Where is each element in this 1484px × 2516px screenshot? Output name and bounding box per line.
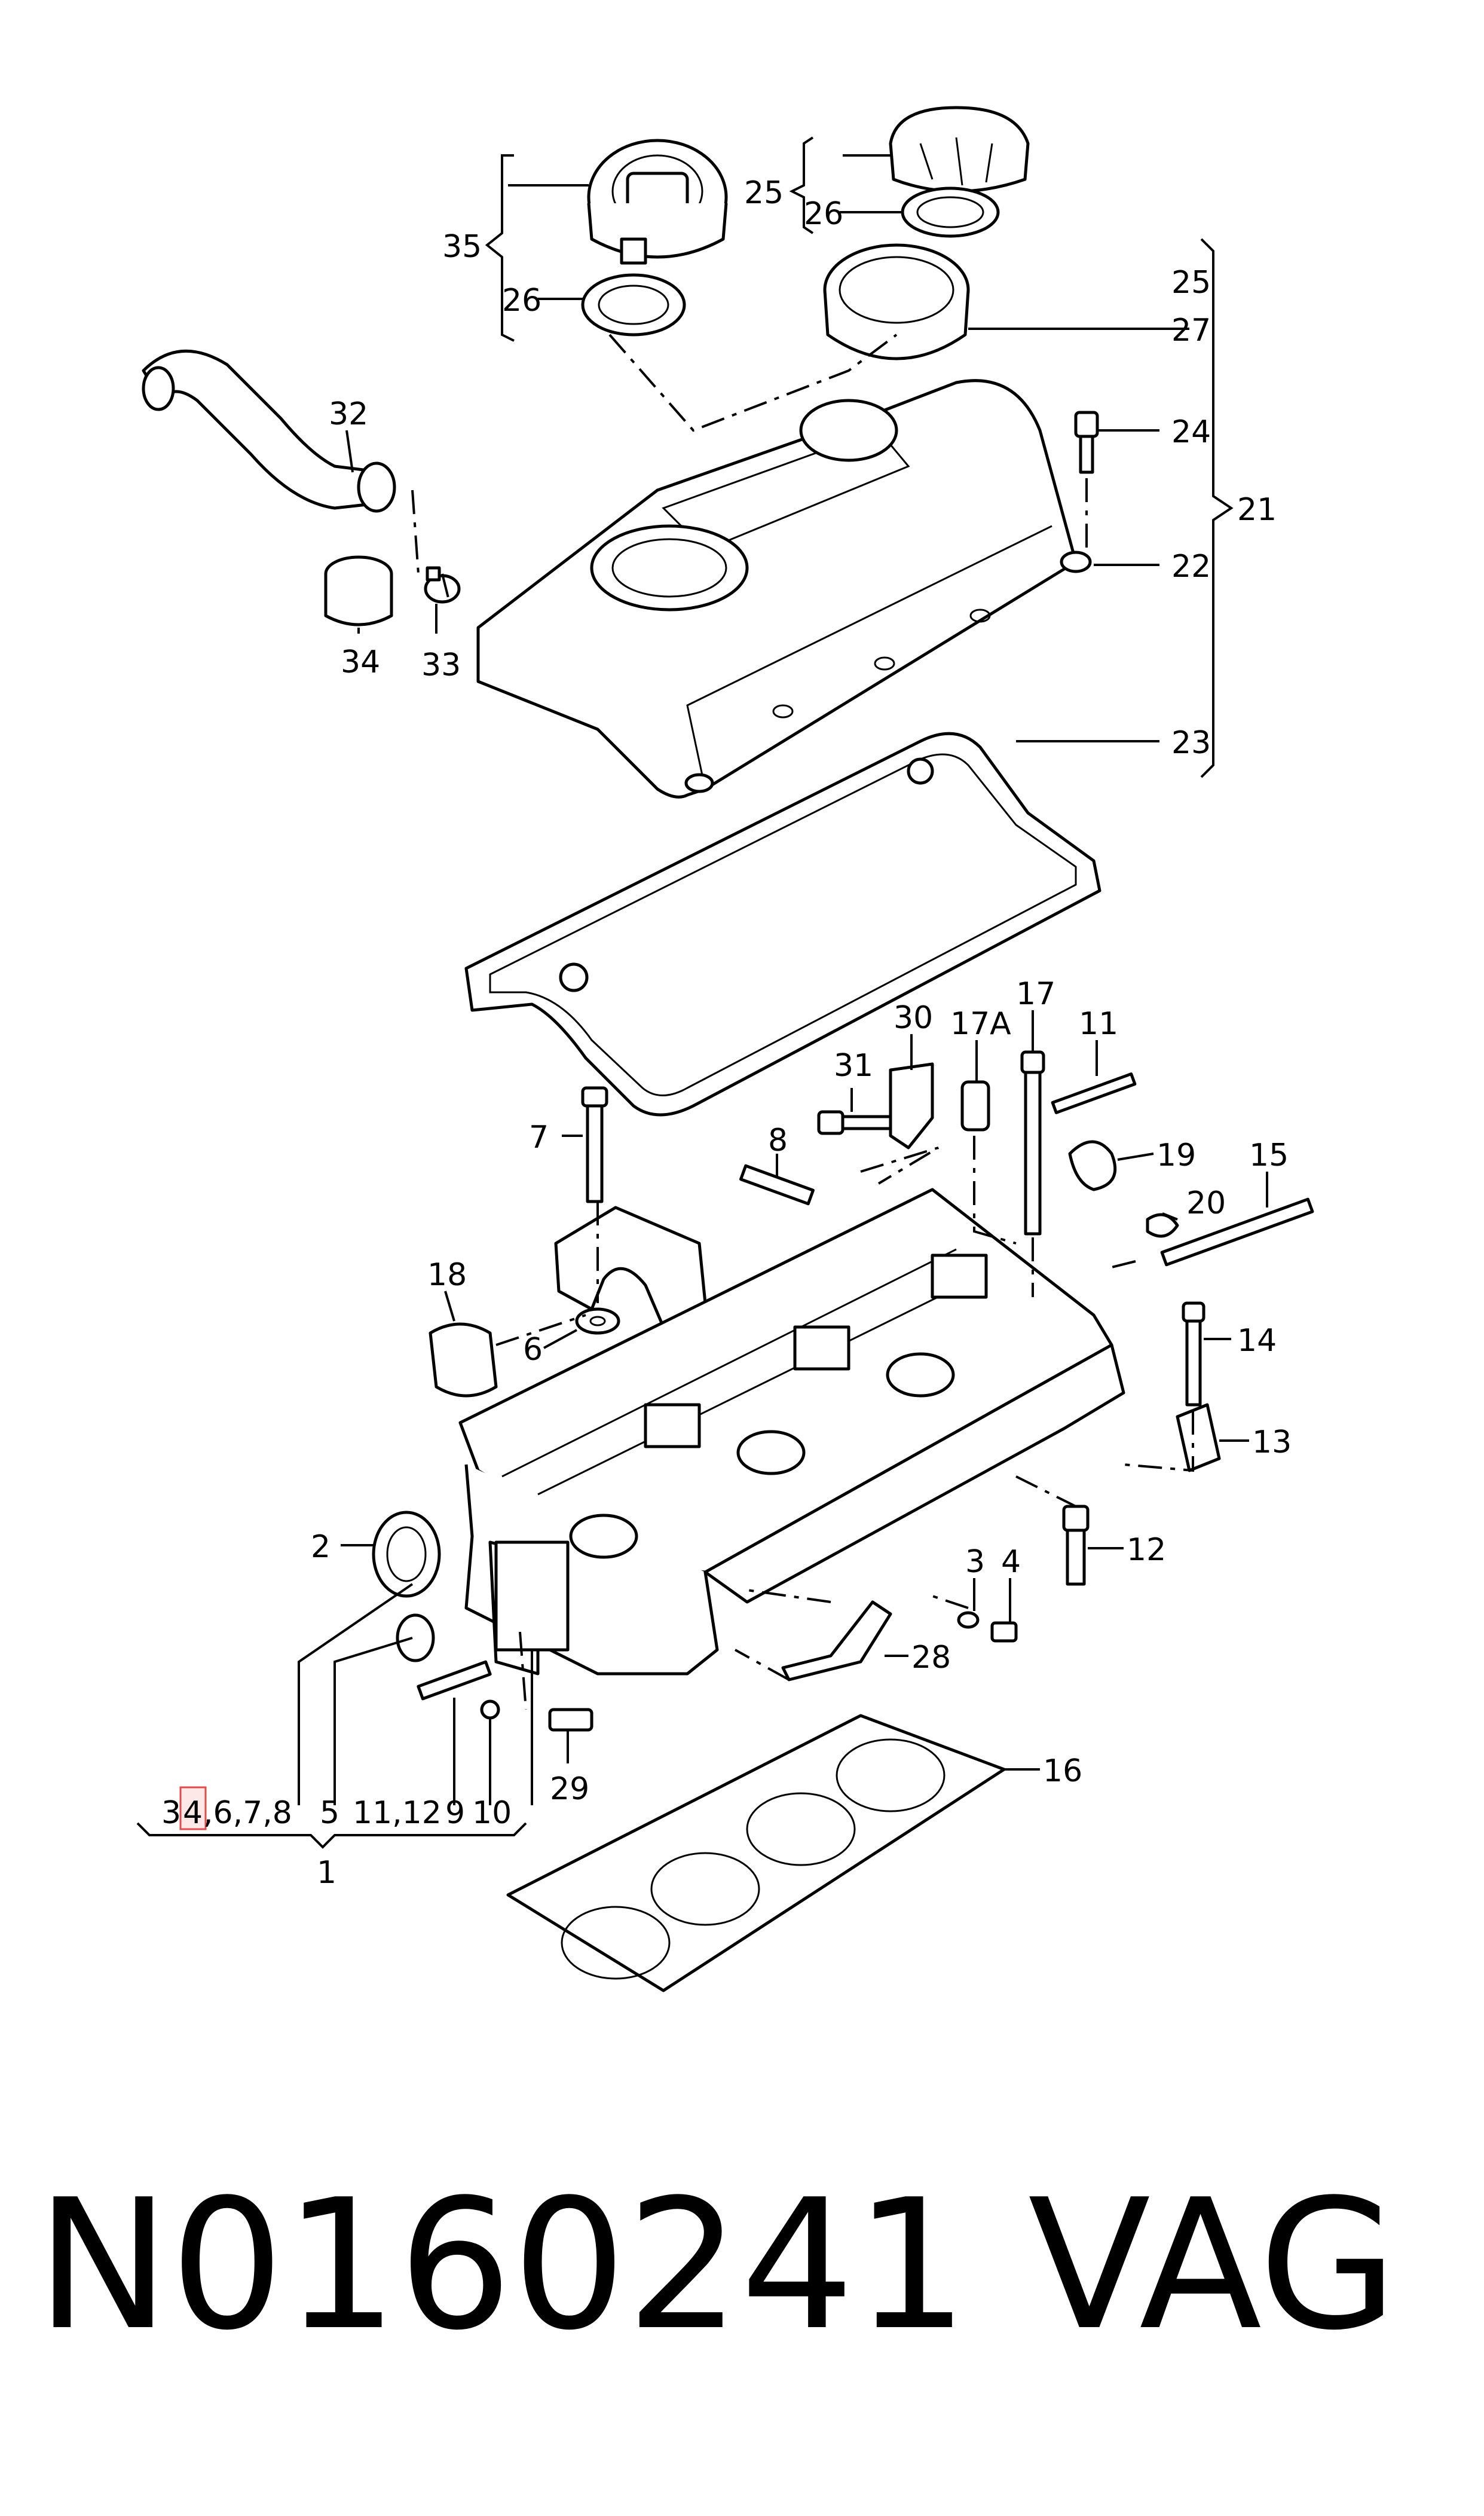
part-2-seal [372,1511,441,1598]
callout-4: 4 [1001,1544,1021,1580]
part-3-washer [957,1611,980,1629]
part-20-clip [1146,1213,1179,1238]
callout-6: 6 [523,1332,543,1368]
callout-7: 7 [529,1120,549,1155]
part-35-filler-cap [587,139,728,265]
part-7-stud [581,1086,608,1203]
callout-23: 23 [1171,725,1211,761]
part-number: N0160241 [36,2161,969,2370]
part-12-bolt [1062,1505,1090,1586]
callout-35: 35 [442,229,482,265]
callout-19: 19 [1156,1138,1196,1173]
callout-3: 3 [965,1544,985,1580]
part-15-rod [1160,1197,1314,1267]
callout-17a: 17A [950,1006,1011,1042]
group-1-contents: 3 4 ,6,7,8 5 11,12 9 10 [161,1795,512,1831]
part-28-bracket [781,1600,892,1682]
callout-20: 20 [1186,1185,1226,1221]
callout-18: 18 [427,1257,467,1293]
callout-2: 2 [311,1529,331,1565]
callout-14: 14 [1237,1323,1277,1359]
footer: N0160241 VAG [36,2152,1458,2379]
callout-28: 28 [911,1640,951,1676]
group-1-item-4: 4 [183,1795,203,1831]
part-16-head-gasket [506,1714,1006,1992]
callout-26-left: 26 [502,283,541,319]
part-26-seal-ring-left [581,273,686,337]
callout-labels: 35 26 25 26 25 27 24 21 22 23 32 34 33 3… [311,175,1292,1891]
part-1-cylinder-head [458,1188,1125,1676]
part-18-sleeve [429,1322,498,1398]
part-11-pin [1051,1072,1137,1114]
callout-17: 17 [1016,976,1055,1012]
callout-24: 24 [1171,414,1211,450]
exploded-parts-diagram: 35 26 25 26 25 27 24 21 22 23 32 34 33 3… [136,106,1314,1992]
part-31-bolt [817,1110,892,1135]
part-4-bolt [990,1621,1018,1643]
part-9-stud [417,1660,492,1701]
group-1-item-9: 9 [445,1795,465,1831]
part-17-bolt [1020,1050,1045,1236]
callout-32: 32 [329,396,368,432]
leader-lines [136,136,1268,1849]
group-1-items-11-12: 11,12 [353,1795,442,1831]
part-14-bolt [1182,1301,1205,1407]
callout-1: 1 [317,1855,336,1891]
callout-16: 16 [1043,1753,1082,1789]
part-21-valve-cover [476,379,1092,799]
callout-30: 30 [894,1000,933,1036]
group-1-items-6-7-8: ,6,7,8 [203,1795,292,1831]
callout-27: 27 [1171,313,1211,348]
group-1-item-3: 3 [161,1795,181,1831]
part-camshaft-bearing-cap [554,1206,707,1329]
group-1-item-10: 10 [472,1795,512,1831]
part-13-bracket [1176,1403,1221,1472]
part-34-sleeve [324,555,393,626]
part-24-bolt [1074,411,1099,474]
part-27-filler-neck [823,243,970,360]
group-1-item-5: 5 [320,1795,339,1831]
brand-name: VAG [1028,2161,1398,2370]
part-32-breather-hose [142,349,396,513]
callout-8: 8 [768,1123,788,1158]
part-17a-sleeve [960,1080,990,1132]
callout-31: 31 [834,1048,873,1084]
part-26-seal-ring-right [901,187,1000,238]
highlight-box [179,1786,207,1830]
part-23-valve-cover-gasket [464,732,1101,1117]
part-6-washer [575,1307,620,1335]
callout-21: 21 [1237,492,1277,528]
callout-15: 15 [1249,1138,1289,1173]
callout-25-top: 25 [744,175,784,211]
callout-25-right: 25 [1171,265,1211,301]
callout-33: 33 [421,647,461,683]
part-5-seal [396,1613,435,1662]
callout-11: 11 [1079,1006,1118,1042]
callout-13: 13 [1252,1424,1292,1460]
part-8-stud [739,1164,815,1206]
callout-12: 12 [1127,1532,1166,1568]
part-10-plug [480,1699,500,1720]
callout-29: 29 [550,1771,589,1807]
part-19-clip [1068,1140,1117,1191]
callout-26-right: 26 [804,196,843,232]
part-25-filler-cap [889,106,1030,193]
callout-22: 22 [1171,549,1211,585]
part-29-bolt [548,1708,593,1732]
part-30-bracket [889,1062,934,1150]
part-33-clamp [424,566,461,604]
callout-34: 34 [341,644,380,680]
